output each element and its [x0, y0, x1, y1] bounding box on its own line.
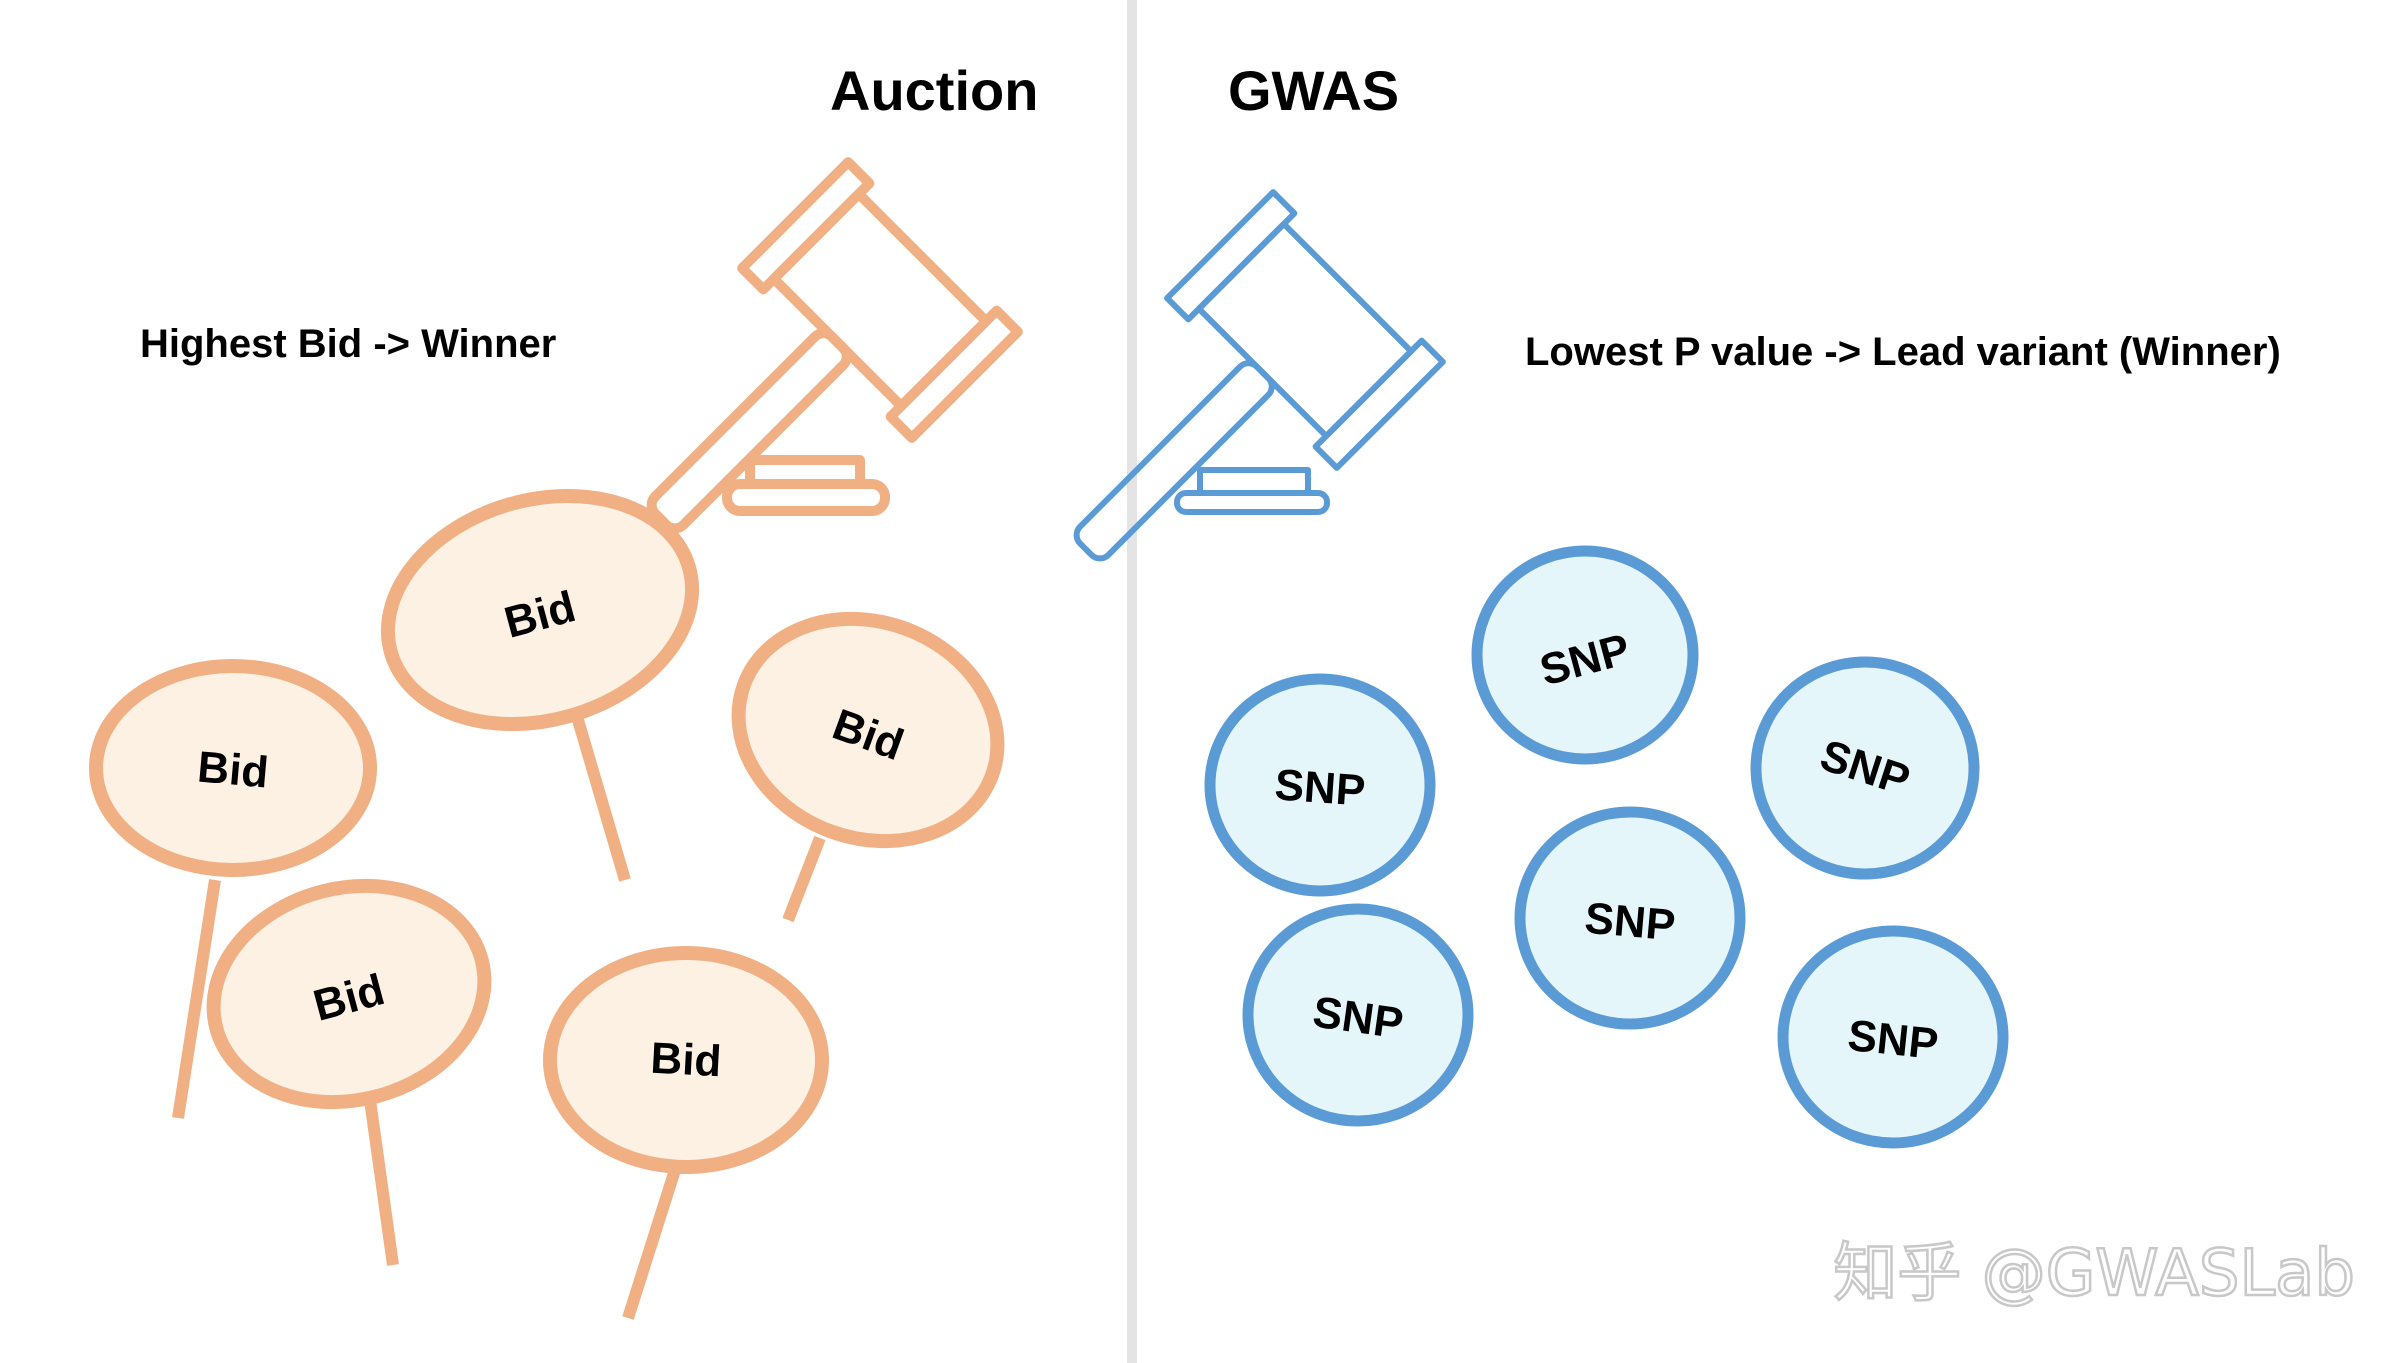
bid-sign-paddle	[731, 611, 1005, 849]
snp-circle-4: SNP	[1514, 806, 1746, 1030]
bid-sign-paddle	[543, 946, 829, 1174]
bid-sign-label: Bid	[196, 743, 271, 798]
bid-sign-4: Bid	[206, 878, 492, 1266]
bid-sign-paddle	[206, 878, 492, 1110]
gwas-caption: Lowest P value -> Lead variant (Winner)	[1525, 330, 2281, 374]
snp-circle-shape	[1471, 545, 1699, 765]
bid-sign-3: Bid	[731, 611, 1005, 923]
snp-circle-5: SNP	[1242, 903, 1474, 1127]
bid-sign-stick	[172, 879, 221, 1119]
auction-title: Auction	[830, 59, 1038, 122]
bid-sign-stick	[572, 718, 631, 882]
gwas-title: GWAS	[1228, 59, 1399, 122]
snp-circle-3: SNP	[1750, 656, 1980, 880]
snp-circle-6: SNP	[1777, 925, 2009, 1149]
bid-sign-paddle	[380, 488, 700, 732]
snp-circle-label: SNP	[1845, 1011, 1940, 1069]
bid-sign-stick	[782, 835, 826, 923]
bid-sign-stick	[622, 1168, 681, 1320]
bid-sign-paddle	[89, 659, 377, 877]
snp-circle-2: SNP	[1204, 673, 1436, 897]
zhihu-watermark: 知乎 @GWASLab	[1833, 1237, 2355, 1311]
snp-circle-shape	[1750, 656, 1980, 880]
snp-circle-label: SNP	[1273, 760, 1367, 815]
snp-circle-1: SNP	[1471, 545, 1699, 765]
snp-circle-label: SNP	[1583, 894, 1677, 951]
bid-sign-2: Bid	[89, 659, 377, 1119]
bid-sign-5: Bid	[543, 946, 829, 1320]
gwas-gavel-icon	[1073, 189, 1446, 562]
snp-circle-shape	[1514, 806, 1746, 1030]
snp-circle-shape	[1777, 925, 2009, 1149]
snp-circle-shape	[1242, 903, 1474, 1127]
bid-sign-stick	[364, 1099, 399, 1266]
bid-sign-label: Bid	[649, 1034, 722, 1087]
center-divider	[1127, 0, 1137, 1363]
bid-sign-1: Bid	[380, 488, 700, 882]
snp-circle-shape	[1204, 673, 1436, 897]
auction-caption: Highest Bid -> Winner	[140, 322, 556, 366]
